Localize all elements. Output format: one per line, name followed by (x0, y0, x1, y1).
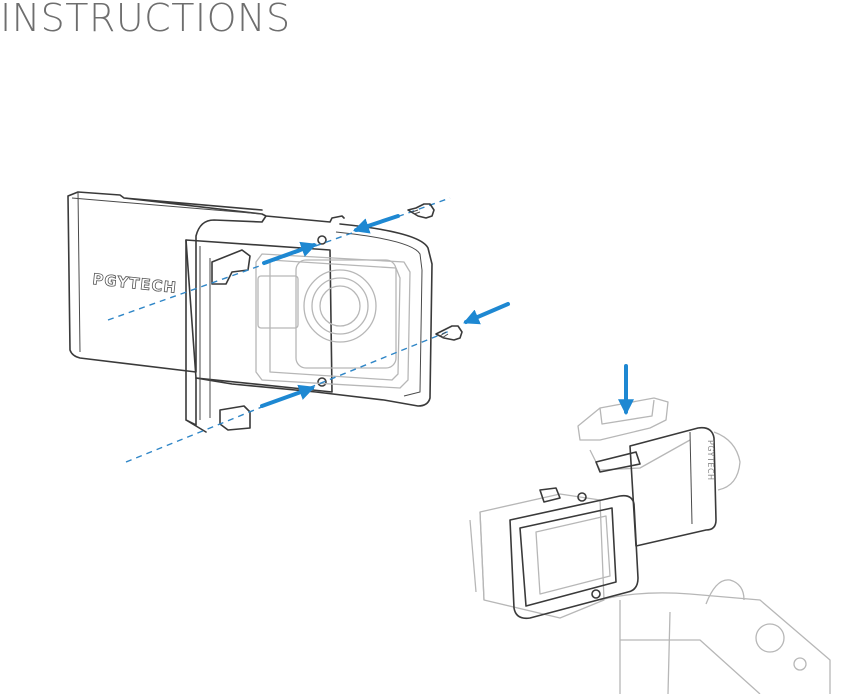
brand-logo-small: PGYTECH (706, 440, 715, 481)
top-clip (211, 249, 251, 285)
gimbal-assembly: PGYTECH (469, 397, 831, 694)
top-screw-hole (317, 235, 327, 245)
guide-line-bottom (125, 329, 453, 463)
bottom-clip (219, 405, 251, 431)
mounted-frame (509, 494, 639, 620)
mounted-adapter-plate (629, 426, 717, 547)
arrow-icon (463, 302, 510, 325)
arrow-icon (262, 241, 318, 265)
arrow-icon (352, 214, 400, 234)
brand-logo: PGYTECH (92, 270, 178, 297)
adapter-plate-exploded: PGYTECH (67, 191, 433, 433)
arrow-icon (260, 384, 316, 408)
action-camera (255, 253, 411, 389)
bottom-screw-hole (317, 377, 327, 387)
screw-icon (407, 203, 435, 219)
slot-plate (185, 239, 333, 393)
screw-icon (435, 325, 463, 341)
adapter-frame (195, 223, 433, 407)
page-title: INSTRUCTIONS (0, 0, 291, 40)
adapter-back-plate (67, 191, 345, 373)
